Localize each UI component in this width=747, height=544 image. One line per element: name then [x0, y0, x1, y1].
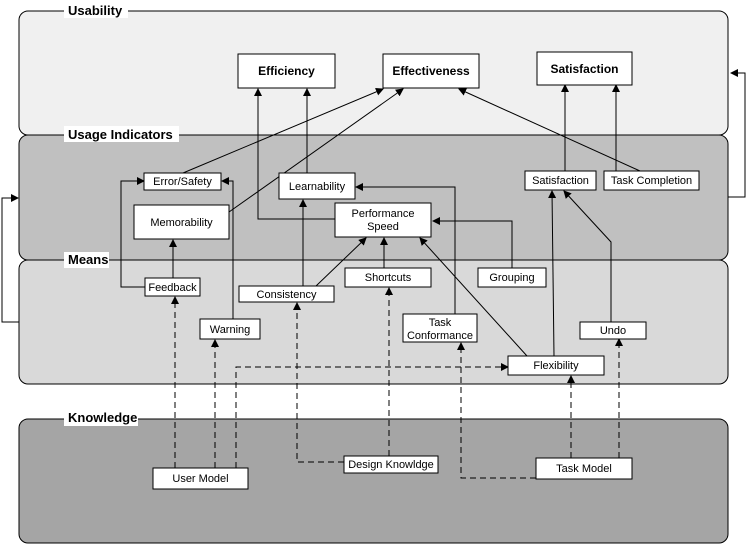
feedback-node: Feedback: [144, 277, 201, 297]
feedback-label: Feedback: [148, 282, 197, 294]
edge-usermodel-to-flexibility: [235, 363, 509, 468]
edge-undo-to-satisfaction: [563, 190, 612, 322]
consistency-node: Consistency: [238, 285, 335, 303]
edge-warning-to-errorsafety: [221, 177, 234, 319]
loop-right-edge: [728, 69, 746, 198]
design-knowledge-label: Design Knowldge: [348, 459, 434, 471]
error-safety-node: Error/Safety: [143, 172, 222, 191]
speed-label: Speed: [367, 221, 399, 233]
edge-flexibility-to-performance: [419, 237, 528, 357]
error-safety-label: Error/Safety: [153, 176, 212, 188]
knowledge-layer: [18, 418, 729, 544]
satisfaction-indicator-label: Satisfaction: [532, 175, 589, 187]
edge-taskmodel-to-taskconformance: [457, 342, 536, 479]
means-layer-title: Means: [68, 252, 108, 267]
efficiency-node: Efficiency: [237, 53, 336, 89]
edge-memorability-to-effectiveness: [228, 88, 404, 213]
usability-layer-title: Usability: [68, 3, 123, 18]
effectiveness-node: Effectiveness: [382, 53, 480, 89]
shortcuts-label: Shortcuts: [365, 272, 412, 284]
consistency-label: Consistency: [257, 289, 317, 301]
edge-taskconformance-to-learnability: [355, 183, 456, 314]
design-knowledge-node: Design Knowldge: [343, 455, 439, 474]
user-model-label: User Model: [172, 473, 228, 485]
flexibility-node: Flexibility: [507, 355, 605, 376]
task-conformance-node: Task Conformance: [402, 313, 478, 343]
usage-indicators-layer: [18, 134, 729, 261]
edge-flexibility-to-satisfaction: [548, 190, 557, 357]
edge-taskcompletion-to-effectiveness: [458, 88, 641, 172]
conformance-label: Conformance: [407, 330, 473, 342]
warning-label: Warning: [210, 324, 251, 336]
task-label: Task: [429, 317, 452, 329]
satisfaction-indicator-node: Satisfaction: [524, 170, 597, 191]
task-model-label: Task Model: [556, 463, 612, 475]
performance-label: Performance: [352, 208, 415, 220]
satisfaction-top-label: Satisfaction: [550, 62, 618, 76]
edge-grouping-to-performance: [432, 217, 513, 268]
edge-feedback-to-errorsafety: [120, 177, 145, 288]
usage-indicators-layer-title: Usage Indicators: [68, 127, 173, 142]
grouping-node: Grouping: [477, 267, 547, 288]
learnability-label: Learnability: [289, 181, 346, 193]
efficiency-label: Efficiency: [258, 64, 315, 78]
edge-errorsafety-to-effectiveness: [182, 88, 384, 174]
loop-left-edge: [1, 194, 19, 323]
grouping-label: Grouping: [489, 272, 534, 284]
undo-node: Undo: [579, 321, 647, 340]
edge-performance-to-efficiency: [254, 88, 335, 220]
task-model-node: Task Model: [535, 457, 633, 480]
user-model-node: User Model: [152, 467, 249, 490]
warning-node: Warning: [199, 318, 261, 340]
learnability-node: Learnability: [278, 172, 356, 200]
satisfaction-top-node: Satisfaction: [536, 51, 633, 86]
knowledge-layer-title: Knowledge: [68, 410, 137, 425]
edge-designknowledge-to-consistency: [293, 302, 344, 463]
task-completion-label: Task Completion: [611, 175, 692, 187]
undo-label: Undo: [600, 325, 626, 337]
flexibility-label: Flexibility: [533, 360, 579, 372]
memorability-node: Memorability: [133, 204, 230, 240]
effectiveness-label: Effectiveness: [392, 64, 470, 78]
shortcuts-node: Shortcuts: [344, 267, 432, 288]
performance-speed-node: Performance Speed: [334, 202, 432, 238]
edge-consistency-to-performance: [315, 237, 367, 287]
memorability-label: Memorability: [150, 217, 213, 229]
task-completion-node: Task Completion: [603, 170, 700, 191]
